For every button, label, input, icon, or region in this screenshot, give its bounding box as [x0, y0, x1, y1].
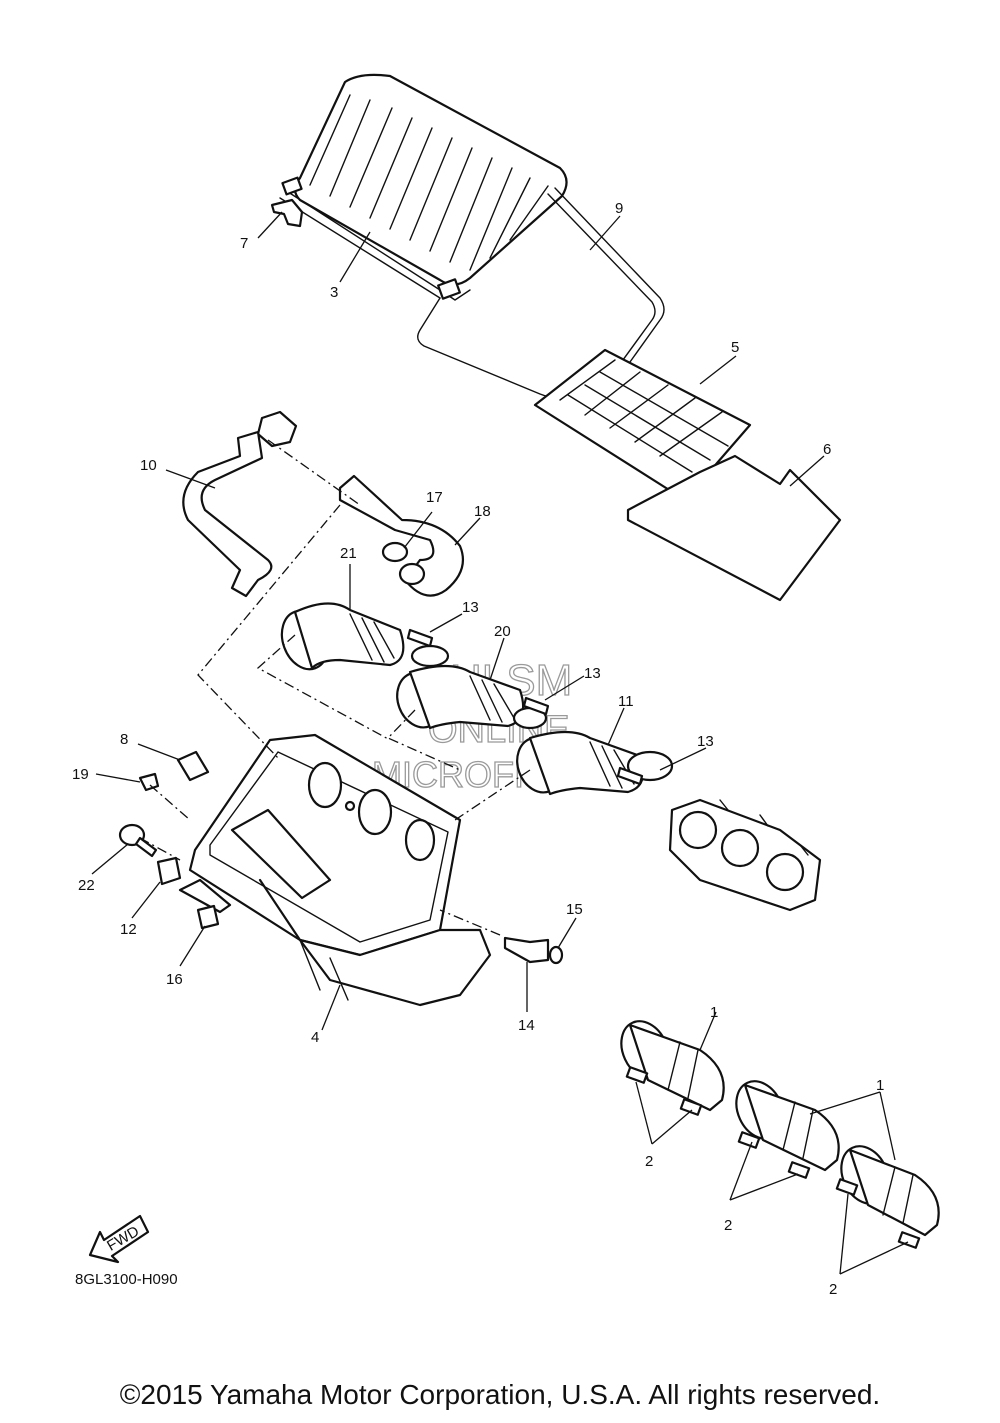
part-6-seal-plate — [626, 454, 842, 602]
callout-15: 15 — [566, 901, 583, 918]
copyright-notice: ©2015 Yamaha Motor Corporation, U.S.A. A… — [119, 1379, 881, 1410]
part-1-joint-a — [620, 1020, 725, 1116]
callout-13c: 13 — [697, 733, 714, 750]
part-10-breather-hose — [182, 410, 298, 598]
callout-1b: 1 — [876, 1077, 884, 1094]
part-12-collar — [156, 856, 182, 886]
part-1-joint-b — [735, 1080, 840, 1179]
part-21-intake-duct — [280, 602, 450, 671]
part-5-filter-grid — [533, 348, 752, 502]
callout-1a: 1 — [710, 1004, 718, 1021]
callout-7: 7 — [240, 235, 248, 252]
fwd-arrow-icon: FWD — [88, 1214, 150, 1264]
callout-19: 19 — [72, 766, 89, 783]
part-18-hose — [338, 474, 464, 597]
part-11-intake-duct — [516, 730, 674, 796]
leader-lines — [91, 211, 909, 1275]
callout-8: 8 — [120, 731, 128, 748]
callout-13b: 13 — [584, 665, 601, 682]
callout-5: 5 — [731, 339, 739, 356]
part-19-clip — [138, 772, 160, 792]
callout-labels: 1 1 2 2 2 3 4 5 6 7 8 9 10 11 12 13 13 1… — [72, 200, 884, 1298]
callout-6: 6 — [823, 441, 831, 458]
callout-3: 3 — [330, 284, 338, 301]
callout-16: 16 — [166, 971, 183, 988]
part-7-clip — [270, 198, 304, 228]
callout-20: 20 — [494, 623, 511, 640]
callout-2a: 2 — [645, 1153, 653, 1170]
callout-13a: 13 — [462, 599, 479, 616]
callout-11: 11 — [618, 693, 634, 710]
callout-2b: 2 — [724, 1217, 732, 1234]
part-3-air-filter-element — [279, 73, 568, 301]
part-16-cap — [196, 904, 220, 930]
part-17-clamp — [381, 541, 426, 586]
callout-4: 4 — [311, 1029, 319, 1046]
part-20-intake-duct — [396, 664, 548, 730]
part-8-grommet — [176, 750, 210, 782]
callout-14: 14 — [518, 1017, 535, 1034]
part-14-sensor — [503, 936, 550, 964]
part-13-hose-clamps — [406, 628, 644, 786]
diagram-code: 8GL3100-H090 — [75, 1271, 178, 1288]
part-15-screw — [548, 945, 564, 965]
callout-12: 12 — [120, 921, 137, 938]
callout-10: 10 — [140, 457, 157, 474]
callout-18: 18 — [474, 503, 491, 520]
callout-22: 22 — [78, 877, 95, 894]
part-4-air-filter-case — [178, 733, 492, 1007]
callout-2c: 2 — [829, 1281, 837, 1298]
assembly-dashed-lines — [139, 439, 531, 936]
callout-17: 17 — [426, 489, 443, 506]
part-22-bolt — [118, 823, 158, 858]
callout-21: 21 — [340, 545, 357, 562]
callout-9: 9 — [615, 200, 623, 217]
throttle-body-assembly — [668, 798, 822, 912]
part-1-joint-c — [835, 1145, 940, 1249]
